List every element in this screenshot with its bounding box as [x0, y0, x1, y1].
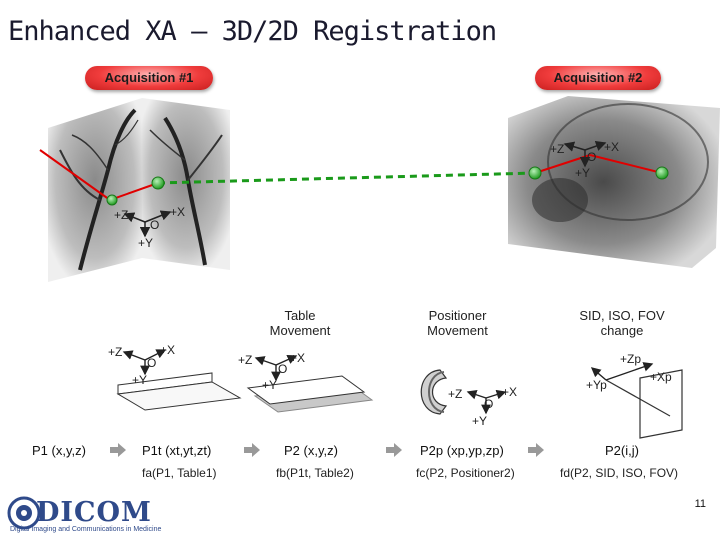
point-dot-acq2-right	[655, 166, 669, 180]
table-stage-2	[246, 354, 374, 413]
point-p2p-label: P2p (xp,yp,zp)	[420, 443, 504, 458]
point-p2-label: P2 (x,y,z)	[284, 443, 338, 458]
dicom-logo-tagline: Digital Imaging and Communications in Me…	[10, 526, 162, 533]
dicom-logo-icon	[7, 496, 41, 530]
stage2-origin-label: O	[278, 362, 288, 376]
acq2-origin-label: O	[587, 150, 597, 164]
sid-change-line1: SID, ISO, FOV	[579, 308, 665, 323]
stage2-axis-x-label: +X	[290, 351, 306, 365]
point-p2ij-label: P2(i,j)	[605, 443, 639, 458]
stage4-axis-yp-label: +Yp	[586, 378, 607, 392]
function-fa: fa(P1, Table1)	[142, 466, 217, 480]
table-movement-line2: Movement	[269, 323, 331, 338]
stage1-axis-z-label: +Z	[108, 345, 123, 359]
acquisition-1-badge: Acquisition #1	[85, 66, 213, 90]
sid-change-header: SID, ISO, FOV change	[562, 308, 682, 338]
point-dot-acq1-center	[106, 194, 118, 206]
acq2-axes	[563, 141, 607, 168]
stage3-axis-y-label: +Y	[472, 414, 488, 428]
c-arm-positioner	[420, 369, 507, 415]
table-stage-1	[116, 349, 242, 411]
positioner-movement-line1: Positioner	[428, 308, 487, 323]
source-ray-left	[39, 149, 111, 201]
point-dot-acq2-left	[528, 166, 542, 180]
table-movement-line1: Table	[284, 308, 316, 323]
stage2-axis-z-label: +Z	[238, 353, 253, 367]
stage1-axis-y-label: +Y	[132, 373, 148, 387]
acq2-axis-z-label: +Z	[550, 142, 565, 156]
skull-xray-plane	[508, 96, 720, 268]
stage3-axis-x-label: +X	[502, 385, 518, 399]
acq1-axis-z-label: +Z	[114, 208, 129, 222]
acq1-origin-label: O	[150, 218, 160, 232]
table-movement-header: Table Movement	[255, 308, 345, 338]
stage-arrow-2	[244, 443, 260, 457]
detector-plane	[590, 362, 683, 439]
stage4-axis-xp-label: +Xp	[650, 370, 672, 384]
acq2-axis-x-label: +X	[604, 140, 620, 154]
source-ray-right	[109, 182, 159, 201]
function-fb: fb(P1t, Table2)	[276, 466, 354, 480]
point-p1t-label: P1t (xt,yt,zt)	[142, 443, 212, 458]
registration-connector	[157, 171, 536, 185]
stage-arrow-1	[110, 443, 126, 457]
stage1-axis-x-label: +X	[160, 343, 176, 357]
function-fd: fd(P2, SID, ISO, FOV)	[560, 466, 679, 480]
acq1-axis-x-label: +X	[170, 205, 186, 219]
function-fc: fc(P2, Positioner2)	[416, 466, 515, 480]
acquisition-2-badge: Acquisition #2	[535, 66, 661, 90]
stage1-origin-label: O	[147, 356, 157, 370]
acq1-axes	[123, 210, 172, 238]
dicom-logo-text: DICOM	[36, 497, 152, 528]
stage3-origin-label: O	[484, 397, 494, 411]
acq2-axis-y-label: +Y	[575, 166, 591, 180]
acq1-axis-y-label: +Y	[138, 236, 154, 250]
sid-change-line2: change	[600, 323, 644, 338]
slide-title: Enhanced XA – 3D/2D Registration	[8, 16, 497, 47]
stage-arrow-3	[386, 443, 402, 457]
source-ray-acq2-right	[589, 154, 663, 174]
page-number: 11	[694, 498, 706, 510]
angiogram-right-plane	[142, 98, 230, 270]
positioner-movement-line2: Movement	[427, 323, 488, 338]
point-p1-label: P1 (x,y,z)	[32, 443, 86, 458]
point-dot-acq1-left	[151, 176, 165, 190]
positioner-movement-header: Positioner Movement	[410, 308, 505, 338]
stage4-axis-zp-label: +Zp	[620, 352, 642, 366]
stage-arrow-4	[528, 443, 544, 457]
stage3-axis-z-label: +Z	[448, 387, 463, 401]
stage2-axis-y-label: +Y	[262, 378, 278, 392]
